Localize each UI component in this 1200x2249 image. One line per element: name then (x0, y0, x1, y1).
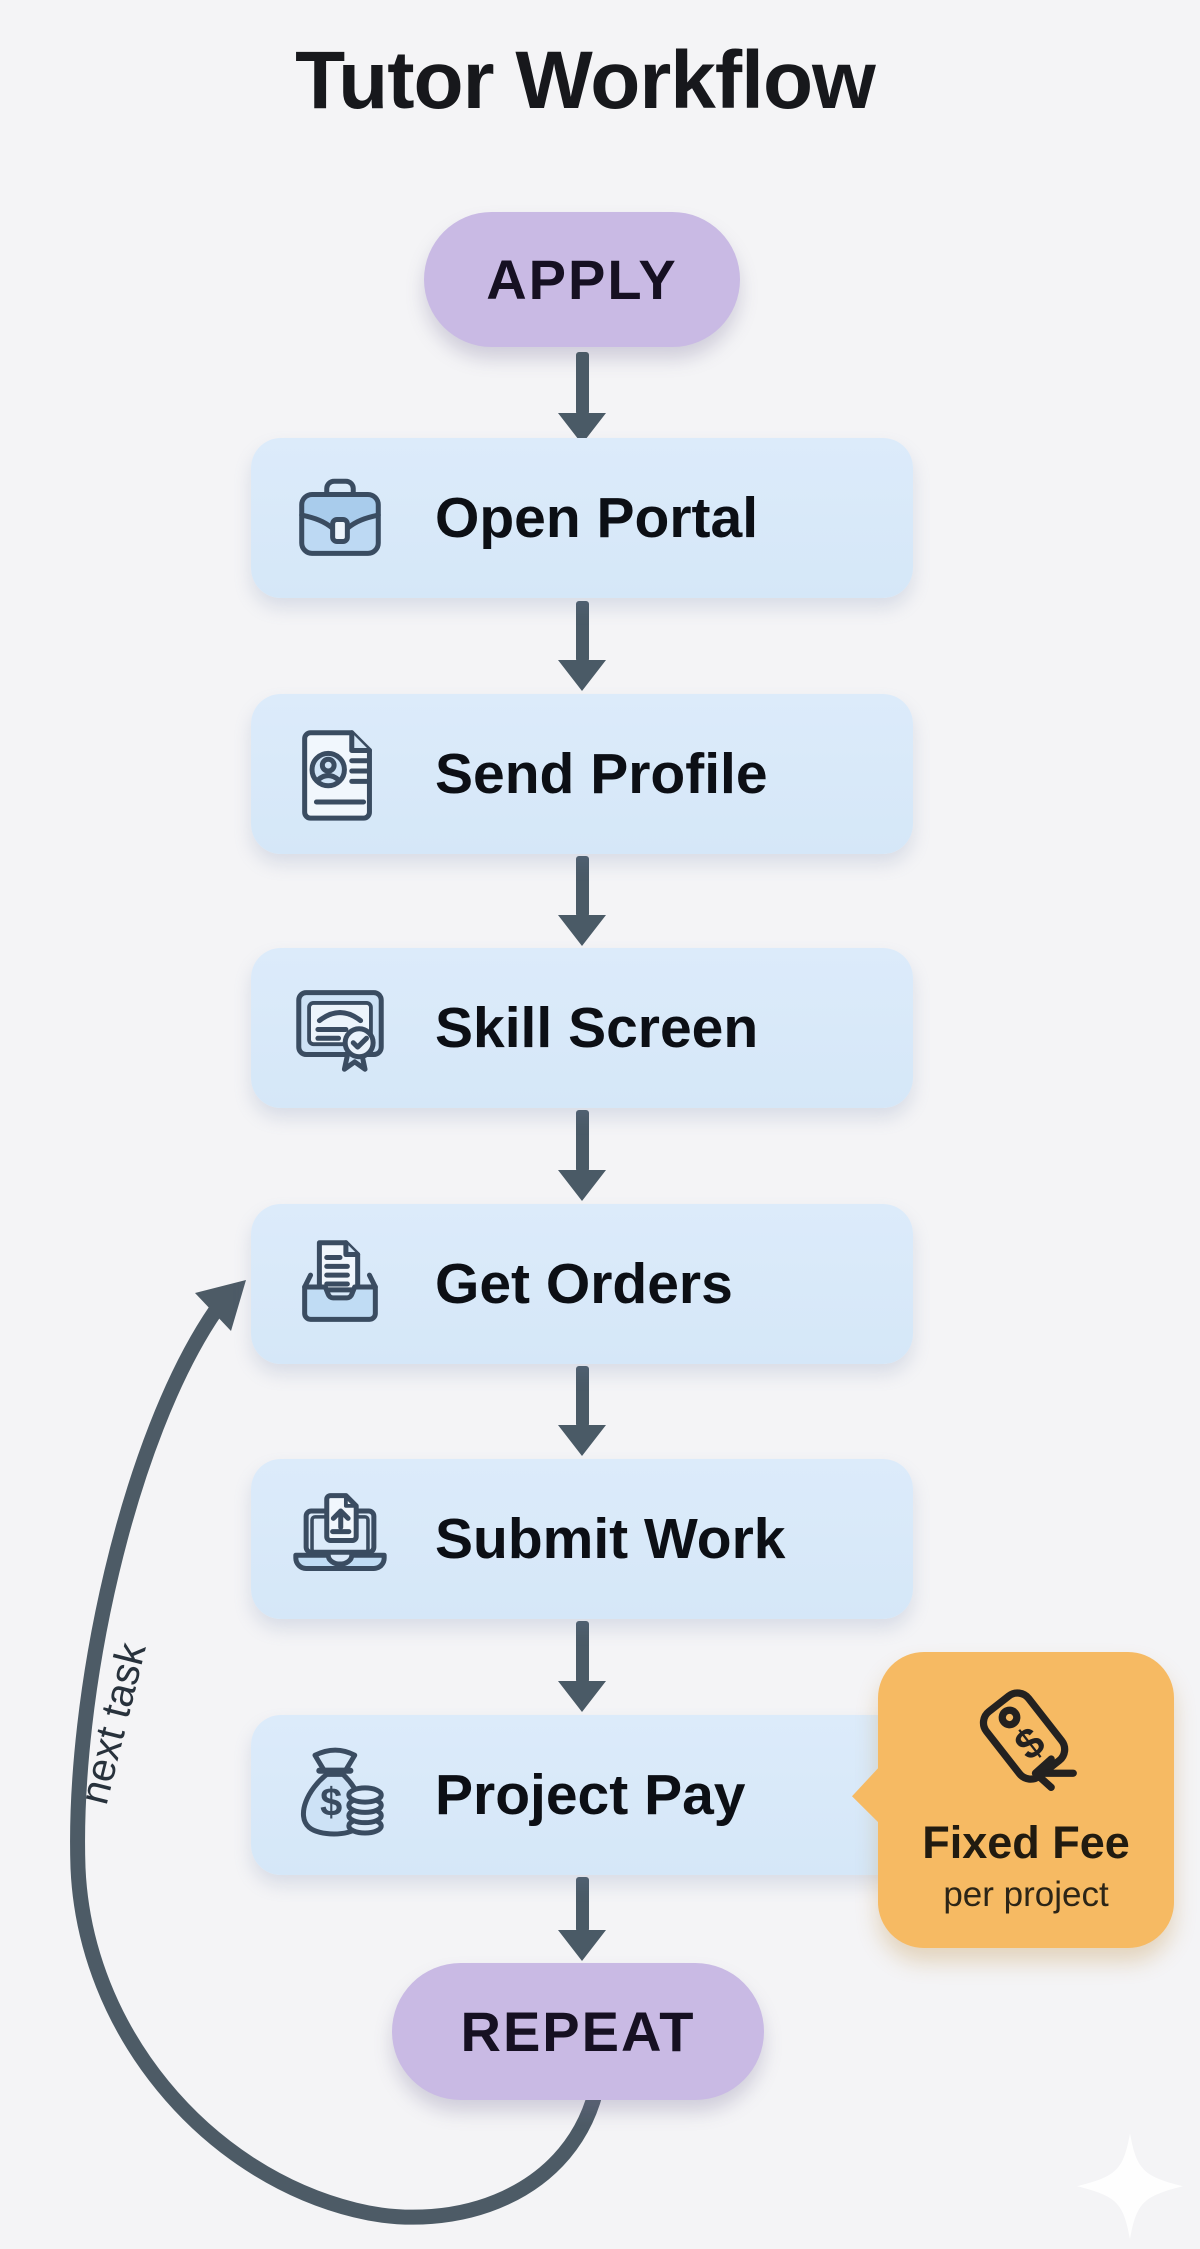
step-box-get-orders: Get Orders (251, 1204, 913, 1364)
flow-arrow (558, 1366, 606, 1456)
callout-subtitle: per project (943, 1875, 1109, 1914)
profile-document-icon (302, 730, 372, 821)
svg-text:$: $ (320, 1781, 342, 1825)
fixed-fee-callout: $ Fixed Fee per project (852, 1652, 1174, 1948)
end-node-repeat: REPEAT (392, 1963, 764, 2100)
certificate-icon (296, 990, 384, 1072)
step-label: Submit Work (435, 1507, 786, 1571)
flow-arrow (558, 1877, 606, 1961)
step-box-skill-screen: Skill Screen (251, 948, 913, 1108)
flow-arrow (558, 856, 606, 946)
step-box-submit-work: Submit Work (251, 1459, 913, 1619)
step-label: Get Orders (435, 1252, 733, 1316)
sparkle-icon (1077, 2133, 1183, 2240)
flow-arrow (558, 1621, 606, 1712)
flow-arrow (558, 601, 606, 691)
step-box-send-profile: Send Profile (251, 694, 913, 854)
price-tag-icon: $ (979, 1689, 1077, 1791)
inbox-document-icon (302, 1240, 378, 1322)
laptop-upload-icon (293, 1493, 387, 1571)
step-label: Send Profile (435, 742, 768, 806)
step-box-open-portal: Open Portal (251, 438, 913, 598)
briefcase-icon (299, 478, 381, 556)
step-box-project-pay: $ Project Pay (251, 1715, 913, 1875)
start-node-label: APPLY (486, 248, 678, 311)
step-label: Project Pay (435, 1763, 746, 1827)
step-label: Open Portal (435, 486, 759, 550)
flow-arrow (558, 1110, 606, 1201)
start-node-apply: APPLY (424, 212, 740, 347)
money-bag-coins-icon: $ (301, 1747, 384, 1837)
loop-arrowhead (195, 1280, 246, 1331)
flow-arrow (558, 352, 606, 444)
callout-title: Fixed Fee (922, 1817, 1130, 1868)
step-label: Skill Screen (435, 996, 759, 1060)
page-title: Tutor Workflow (295, 35, 876, 126)
end-node-label: REPEAT (460, 2000, 696, 2063)
